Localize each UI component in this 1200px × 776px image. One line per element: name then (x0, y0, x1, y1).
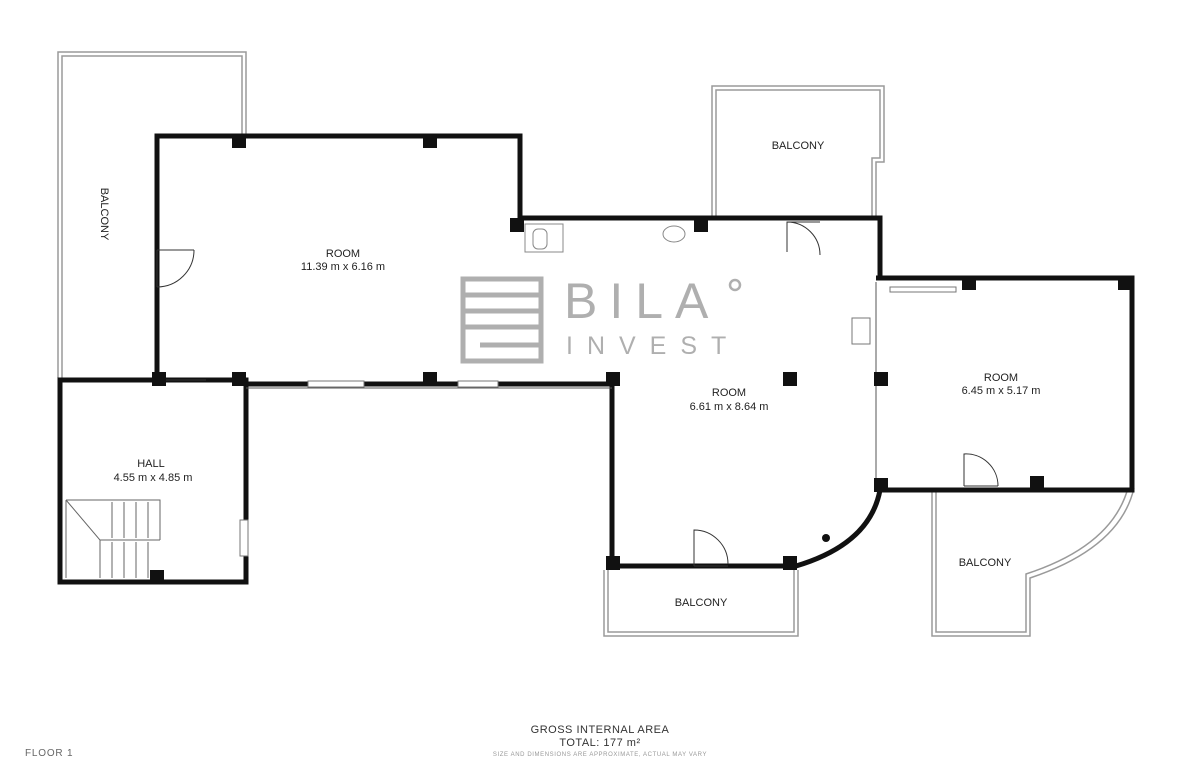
room-label-hall: HALL (137, 458, 165, 470)
door-corridor (786, 221, 821, 256)
logo-mark-icon (460, 276, 544, 364)
wall-room-right (876, 275, 1135, 493)
room-label-balcony-bottom: BALCONY (675, 597, 728, 609)
floor-label: FLOOR 1 (25, 748, 74, 759)
door-room-center (693, 529, 729, 567)
gross-area-total: TOTAL: 177 m² (559, 737, 641, 749)
room-dims-room-right: 6.45 m x 5.17 m (962, 385, 1041, 397)
columns (150, 136, 1132, 582)
room-dims-room-center: 6.61 m x 8.64 m (690, 401, 769, 413)
gross-area-title: GROSS INTERNAL AREA (530, 724, 670, 736)
room-dims-hall: 4.55 m x 4.85 m (114, 472, 193, 484)
room-label-room-right: ROOM (984, 372, 1018, 384)
bila-invest-watermark: BILA INVEST (460, 273, 750, 366)
room-label-balcony-right: BALCONY (959, 557, 1012, 569)
gross-area-block: GROSS INTERNAL AREA TOTAL: 177 m² SIZE A… (0, 724, 1200, 758)
bathroom-fixtures (524, 223, 686, 253)
room-labels: BALCONY ROOM 11.39 m x 6.16 m BALCONY RO… (98, 140, 1040, 609)
balcony-outlines (57, 51, 1135, 637)
balcony-right-outline (931, 487, 1135, 637)
room-label-room-large: ROOM (326, 248, 360, 260)
door-room-large (156, 249, 195, 288)
door-room-right (963, 453, 999, 487)
room-dims-room-large: 11.39 m x 6.16 m (301, 261, 385, 273)
doors (156, 221, 999, 567)
balcony-top-right-outline (711, 85, 885, 216)
windows (239, 286, 957, 557)
staircase (65, 499, 161, 578)
balcony-left-outline (57, 51, 247, 378)
logo-degree-icon (728, 278, 742, 292)
room-label-balcony-top: BALCONY (772, 140, 825, 152)
room-label-room-center: ROOM (712, 387, 746, 399)
logo-wordmark: BILA (564, 273, 721, 329)
balcony-bottom-outline (603, 570, 799, 637)
wall-corridor (520, 215, 883, 278)
gross-area-note: SIZE AND DIMENSIONS ARE APPROXIMATE, ACT… (492, 752, 708, 758)
logo-subtitle: INVEST (566, 332, 741, 360)
room-label-balcony-left: BALCONY (98, 188, 110, 241)
